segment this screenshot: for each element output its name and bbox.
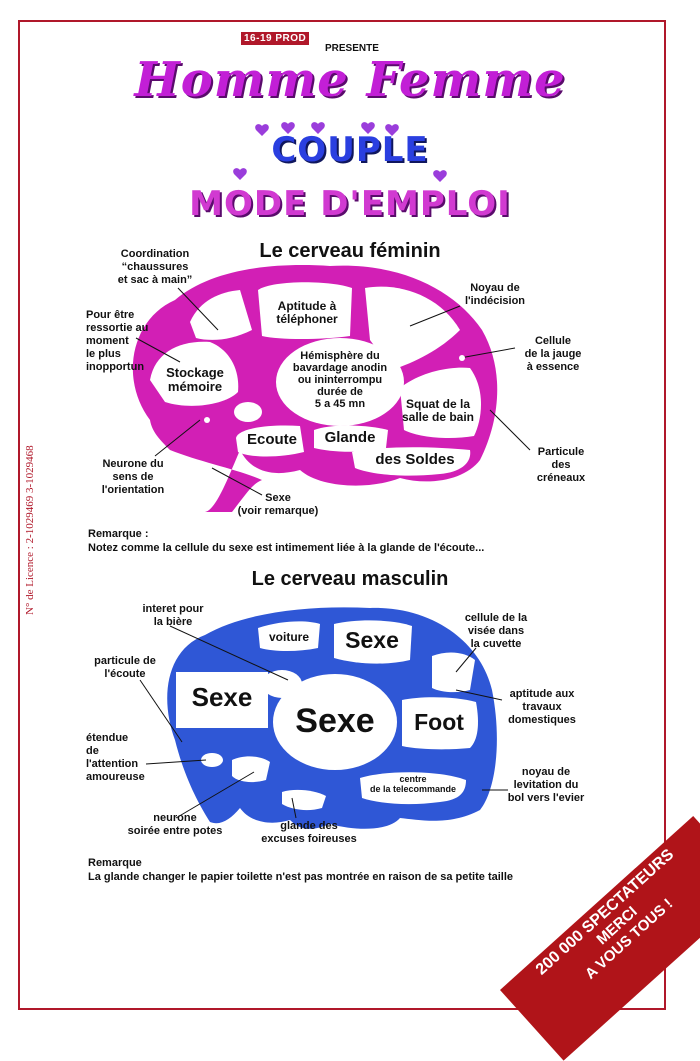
- region-foot: [402, 697, 478, 750]
- region-soldes: [352, 447, 471, 476]
- region-sexe-center: [273, 674, 397, 770]
- fem-region-hemisphere: Hémisphère du bavardage anodin ou ininte…: [292, 350, 388, 411]
- masculine-brain-diagram: [139, 607, 508, 829]
- region-centre: [360, 772, 466, 805]
- masc-region-sexe-top: Sexe: [345, 627, 399, 653]
- region-aptitude: [258, 282, 352, 339]
- masculine-heading: Le cerveau masculin: [251, 568, 449, 590]
- masc-callout-noyau: noyau de levitation du bol vers l'evier: [507, 766, 585, 804]
- fem-region-glande: Glande: [324, 429, 376, 446]
- region-cuvette: [432, 652, 475, 693]
- subtitle-mode-emploi: MODE D'EMPLOI: [189, 184, 511, 224]
- region-soiree: [232, 756, 270, 783]
- fem-callout-pour-etre: Pour être ressortie au moment le plus in…: [86, 309, 149, 373]
- region-interet: [262, 670, 302, 698]
- masc-callout-aptitude: aptitude aux travaux domestiques: [508, 688, 576, 726]
- region-glande: [314, 425, 388, 452]
- region-squat: [400, 367, 481, 438]
- fem-callout-coordination: Coordination “chaussures et sac à main”: [117, 248, 193, 286]
- masc-callout-etendue: étendue de l'attention amoureuse: [86, 732, 145, 783]
- masc-callout-cellule: cellule de la visée dans la cuvette: [464, 612, 528, 650]
- fem-region-ecoute: Ecoute: [246, 431, 297, 448]
- region-voiture: [258, 621, 320, 651]
- region-ecoute: [236, 425, 304, 457]
- masc-region-centre: centre de la telecommande: [369, 774, 457, 794]
- prod-badge: 16-19 PROD: [241, 32, 310, 45]
- fem-region-stockage: Stockage mémoire: [166, 365, 224, 395]
- feminine-heading: Le cerveau féminin: [259, 240, 441, 262]
- region-coord: [190, 290, 252, 340]
- fem-region-squat: Squat de la salle de bain: [401, 397, 475, 425]
- region-etendue: [201, 753, 223, 767]
- masc-remark-title: Remarque: [88, 857, 142, 869]
- fem-remark-title: Remarque :: [88, 528, 149, 540]
- fem-region-aptitude: Aptitude à téléphoner: [276, 299, 338, 327]
- feminine-brain-diagram: [132, 265, 531, 512]
- subtitle-couple: COUPLE: [271, 130, 429, 170]
- masc-callout-particule: particule de l'écoute: [94, 655, 156, 680]
- fem-callout-cellule: Cellule de la jauge à essence: [524, 335, 582, 373]
- fem-callout-noyau: Noyau de l'indécision: [464, 282, 526, 307]
- masc-region-sexe-center: Sexe: [295, 702, 375, 740]
- fem-callout-sexe: Sexe (voir remarque): [237, 492, 319, 517]
- region-hemisphere: [276, 338, 404, 426]
- masc-callout-glande: glande des excuses foireuses: [261, 820, 357, 845]
- masc-region-voiture: voiture: [268, 630, 309, 644]
- region-sexe-top: [334, 620, 412, 664]
- region-sexe-left: [176, 672, 268, 728]
- fem-callout-particule: Particule des créneaux: [536, 446, 586, 484]
- region-upper-right: [365, 286, 460, 370]
- fem-callout-neurone: Neurone du sens de l'orientation: [101, 458, 165, 496]
- masc-region-sexe-left: Sexe: [191, 682, 253, 712]
- fem-region-soldes: des Soldes: [375, 451, 455, 468]
- fem-remark-text: Notez comme la cellule du sexe est intim…: [88, 542, 485, 554]
- masc-callout-interet: interet pour la bière: [142, 603, 204, 628]
- poster-frame: [18, 20, 666, 1010]
- masc-region-foot: Foot: [414, 709, 464, 735]
- presents-label: PRESENTE: [325, 43, 379, 54]
- masc-callout-neurone: neurone soirée entre potes: [127, 812, 223, 837]
- poster-title: Homme Femme: [134, 52, 566, 108]
- region-sexe: [234, 402, 262, 422]
- masc-remark-text: La glande changer le papier toilette n'e…: [88, 871, 514, 883]
